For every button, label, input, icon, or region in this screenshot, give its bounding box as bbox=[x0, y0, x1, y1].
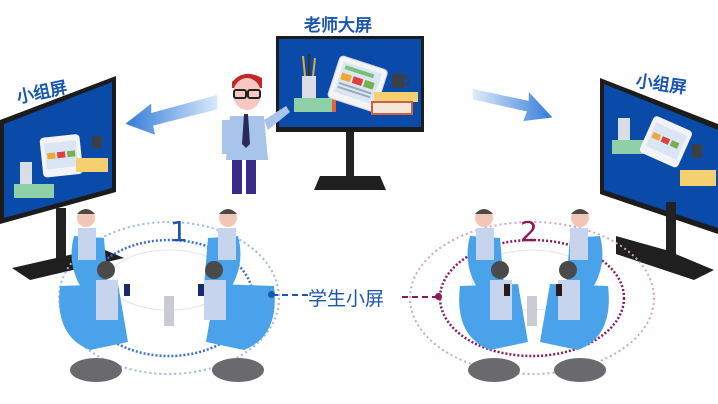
left-group-monitor bbox=[0, 72, 130, 282]
arrow-to-left-group-screen-icon bbox=[124, 92, 220, 138]
group-2-table bbox=[404, 200, 660, 400]
group-2-number: 2 bbox=[520, 215, 538, 248]
teacher-figure bbox=[220, 68, 290, 198]
connector-left-dot bbox=[268, 291, 275, 298]
connector-right bbox=[402, 296, 438, 298]
teacher-monitor bbox=[276, 36, 426, 196]
right-group-monitor bbox=[596, 74, 718, 284]
arrow-to-right-group-screen-icon bbox=[470, 82, 556, 128]
connector-right-dot bbox=[435, 293, 442, 300]
connector-left bbox=[272, 294, 308, 296]
student-screens-label: 学生小屏 bbox=[308, 288, 385, 310]
group-1-table bbox=[52, 200, 282, 400]
teacher-screen-label: 老师大屏 bbox=[304, 16, 372, 36]
group-1-number: 1 bbox=[170, 215, 188, 248]
